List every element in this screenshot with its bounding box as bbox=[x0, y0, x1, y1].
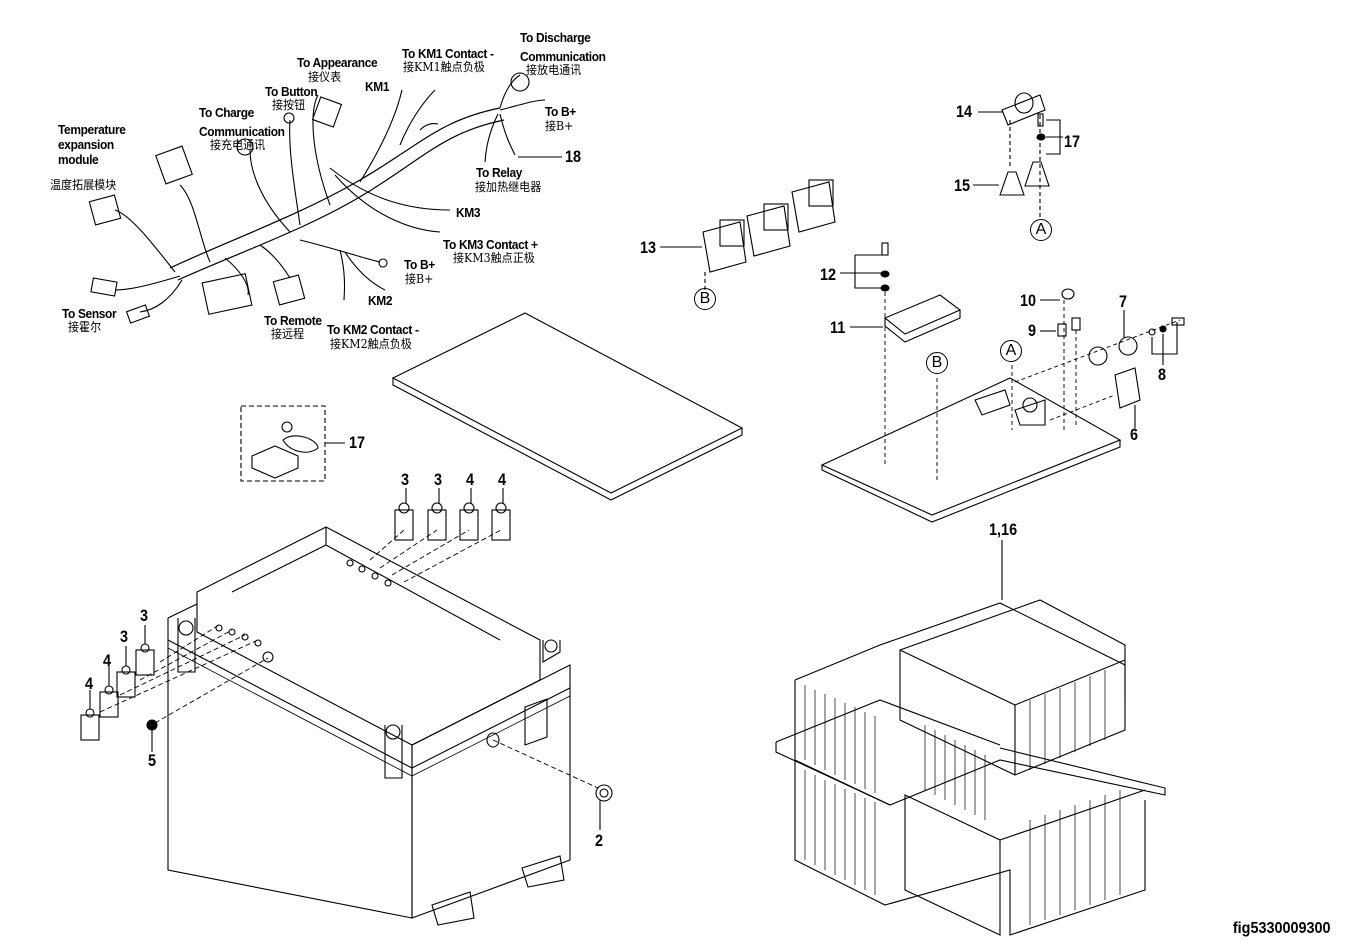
label-temperature-module-zh: 温度拓展模块 bbox=[50, 178, 117, 192]
callout-9: 9 bbox=[1028, 321, 1037, 340]
callout-3-left-b: 3 bbox=[120, 627, 129, 646]
item-17-dashed-box bbox=[240, 405, 326, 482]
lid-plate bbox=[391, 312, 744, 501]
label-en-line: To Charge bbox=[199, 105, 254, 120]
label-en-line: Temperature bbox=[58, 122, 126, 137]
connector-set-top bbox=[394, 488, 511, 541]
connector-set-left bbox=[80, 625, 158, 752]
screw-washers-item-12 bbox=[880, 242, 890, 292]
callout-2: 2 bbox=[595, 831, 604, 850]
plate-guide-lines bbox=[884, 292, 1181, 480]
label-appearance: To Appearance bbox=[297, 55, 378, 70]
label-discharge-communication-zh: 接放电通讯 bbox=[526, 63, 582, 77]
reference-mark-b-plate: B bbox=[926, 352, 948, 374]
label-b-plus-bottom: To B+ bbox=[404, 257, 435, 272]
label-en-line: Communication bbox=[199, 124, 285, 139]
label-km2-contact: To KM2 Contact - bbox=[327, 322, 419, 337]
small-parts-6-10 bbox=[1040, 288, 1185, 428]
label-km3-contact-zh: 接KM3触点正极 bbox=[453, 251, 535, 265]
callout-4-top-b: 4 bbox=[498, 470, 507, 489]
fuse-holders-item-15 bbox=[973, 115, 1050, 218]
callout-14: 14 bbox=[956, 102, 973, 121]
callout-17-temp-module: 17 bbox=[349, 433, 366, 452]
wire-tag-km3: KM3 bbox=[456, 205, 481, 220]
label-charge-communication-zh: 接充电通讯 bbox=[210, 138, 266, 152]
label-km1-contact-zh: 接KM1触点负极 bbox=[403, 60, 485, 74]
callout-4-left-a: 4 bbox=[103, 651, 112, 670]
label-button: To Button bbox=[265, 84, 318, 99]
label-km3-contact: To KM3 Contact + bbox=[443, 237, 538, 252]
label-en-line: expansion bbox=[58, 137, 114, 152]
callout-11: 11 bbox=[830, 318, 846, 337]
callout-7: 7 bbox=[1119, 292, 1128, 311]
cable-gland-item-2 bbox=[595, 784, 613, 830]
leader-bracket-12 bbox=[840, 254, 885, 289]
assembly-guide-lines bbox=[99, 529, 599, 789]
callout-8: 8 bbox=[1158, 365, 1167, 384]
reference-mark-a-fuse: A bbox=[1030, 219, 1052, 241]
fuse-item-14 bbox=[978, 92, 1046, 126]
reference-mark-a-plate: A bbox=[1000, 340, 1022, 362]
contactors-item-13 bbox=[660, 179, 836, 290]
label-relay: To Relay bbox=[476, 165, 523, 180]
label-sensor-zh: 接霍尔 bbox=[68, 320, 102, 334]
callout-4-left-b: 4 bbox=[85, 674, 94, 693]
wiring-harness bbox=[88, 72, 546, 324]
label-discharge-communication: To Discharge Communication bbox=[520, 30, 606, 64]
label-en-line: Communication bbox=[520, 49, 606, 64]
label-charge-communication: To Charge Communication bbox=[199, 105, 285, 139]
callout-3-top-a: 3 bbox=[401, 470, 410, 489]
callout-6: 6 bbox=[1130, 425, 1139, 444]
controller-item-11 bbox=[850, 294, 962, 343]
mounting-plate bbox=[820, 377, 1122, 523]
label-km2-contact-zh: 接KM2触点负极 bbox=[330, 337, 412, 351]
callout-12: 12 bbox=[820, 265, 837, 284]
wire-tag-km2: KM2 bbox=[368, 293, 393, 308]
callout-18: 18 bbox=[565, 147, 582, 166]
reference-mark-b-contactor: B bbox=[694, 288, 716, 310]
label-km1-contact: To KM1 Contact - bbox=[402, 46, 494, 61]
label-appearance-zh: 接仪表 bbox=[308, 70, 342, 84]
callout-3-left-a: 3 bbox=[140, 606, 149, 625]
callout-15: 15 bbox=[954, 176, 971, 195]
leader-bracket-17 bbox=[1046, 119, 1063, 155]
temperature-module bbox=[251, 421, 319, 479]
label-remote-zh: 接远程 bbox=[271, 327, 305, 341]
callout-1-16: 1,16 bbox=[989, 520, 1018, 539]
label-button-zh: 接按钮 bbox=[272, 98, 306, 112]
label-b-plus-top: To B+ bbox=[545, 104, 576, 119]
callout-17-fuse-hardware: 17 bbox=[1064, 132, 1081, 151]
battery-modules-item-1-16 bbox=[775, 540, 1166, 936]
callout-4-top-a: 4 bbox=[466, 470, 475, 489]
label-sensor: To Sensor bbox=[62, 306, 117, 321]
figure-id: fig5330009300 bbox=[1233, 920, 1331, 937]
label-remote: To Remote bbox=[264, 313, 322, 328]
battery-box bbox=[167, 526, 571, 926]
callout-3-top-b: 3 bbox=[434, 470, 443, 489]
label-en-line: To Discharge bbox=[520, 30, 591, 45]
label-en-line: module bbox=[58, 152, 99, 167]
label-temperature-module: Temperature expansion module bbox=[58, 122, 126, 167]
label-b-plus-top-zh: 接B+ bbox=[545, 119, 574, 133]
callout-13: 13 bbox=[640, 238, 657, 257]
label-b-plus-bottom-zh: 接B+ bbox=[405, 272, 434, 286]
wire-tag-km1: KM1 bbox=[365, 79, 390, 94]
callout-5: 5 bbox=[148, 751, 157, 770]
callout-10: 10 bbox=[1020, 291, 1037, 310]
label-relay-zh: 接加热继电器 bbox=[475, 180, 542, 194]
